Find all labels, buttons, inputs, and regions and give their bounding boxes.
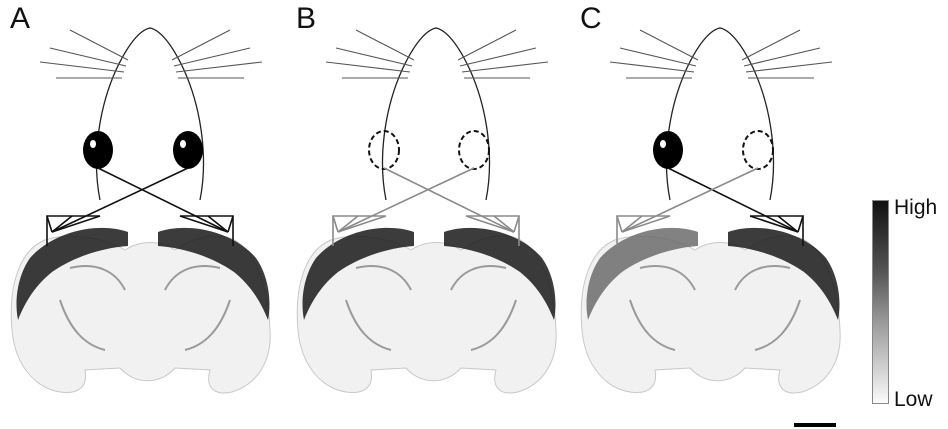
- mouse-head-outline: [383, 28, 490, 200]
- panel-b-label: B: [296, 4, 316, 34]
- panel-a-label: A: [10, 4, 30, 34]
- right-eye: [459, 131, 489, 169]
- panel-c-figure: [570, 0, 860, 400]
- right-eye: [173, 131, 203, 169]
- right-eye: [743, 131, 773, 169]
- brain-section: [297, 228, 556, 393]
- mouse-head-outline: [97, 28, 204, 200]
- legend-high-label: High: [894, 196, 937, 220]
- whiskers: [40, 30, 262, 78]
- panel-a: A: [0, 0, 290, 400]
- panel-b-figure: [286, 0, 576, 400]
- panel-c: C: [570, 0, 860, 400]
- left-eye: [653, 131, 683, 169]
- scale-bar: [794, 423, 836, 427]
- intensity-legend: High Low: [866, 196, 948, 416]
- panel-c-label: C: [580, 4, 602, 34]
- panel-a-figure: [0, 0, 290, 400]
- panel-b: B: [286, 0, 576, 400]
- whiskers: [610, 30, 832, 78]
- brain-section: [11, 228, 270, 393]
- brain-section: [581, 228, 840, 393]
- mouse-head-outline: [667, 28, 774, 200]
- legend-low-label: Low: [894, 388, 933, 412]
- intensity-gradient-bar: [872, 200, 889, 404]
- whiskers: [326, 30, 548, 78]
- left-eye: [83, 131, 113, 169]
